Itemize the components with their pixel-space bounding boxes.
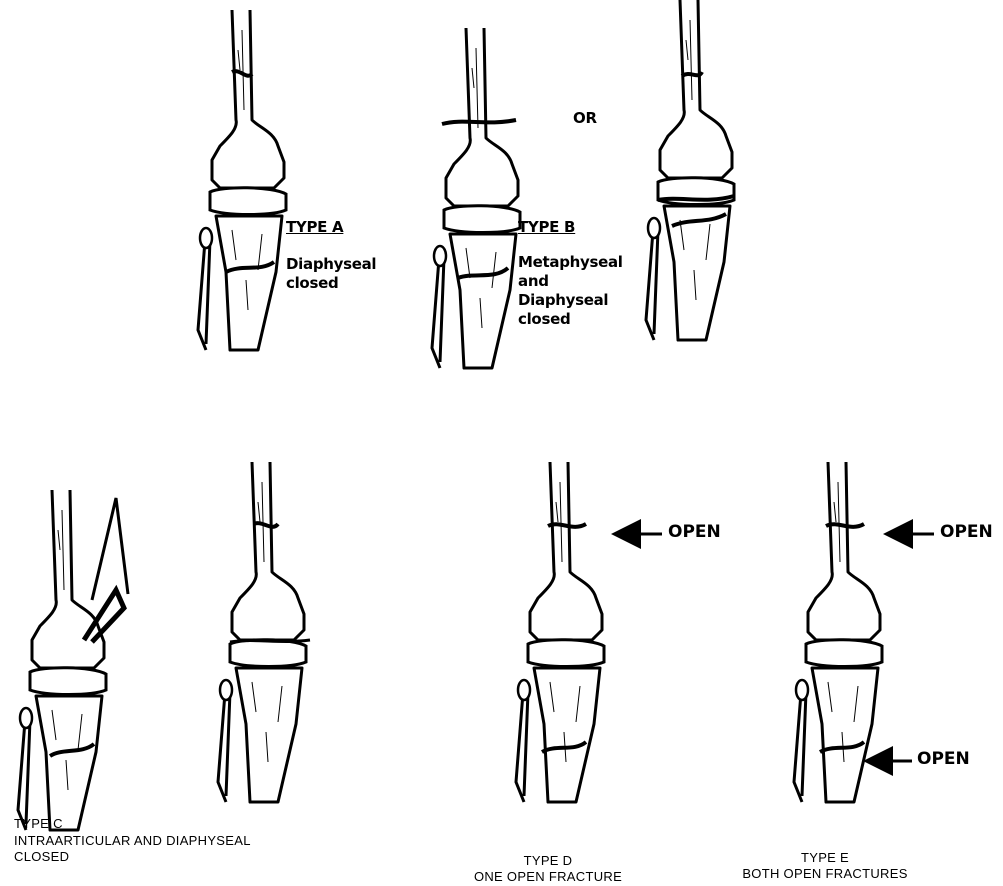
type-a-line-2: closed	[286, 275, 338, 292]
type-b-title: TYPE B	[518, 219, 575, 236]
type-c-bone-illustration-2	[218, 462, 310, 802]
type-c-line-1: INTRAARTICULAR AND DIAPHYSEAL	[14, 834, 251, 849]
type-e-line-1: BOTH OPEN FRACTURES	[742, 867, 907, 882]
type-d-open-label: OPEN	[668, 523, 721, 543]
type-c-line-2: CLOSED	[14, 850, 69, 865]
type-d-bone-illustration	[516, 462, 604, 802]
type-b-line-3: Diaphyseal	[518, 292, 608, 309]
type-b-bone-illustration-1	[432, 28, 520, 368]
or-label: OR	[573, 110, 597, 127]
type-e-open-label-bottom: OPEN	[917, 750, 970, 770]
type-d-title: TYPE D	[524, 854, 573, 869]
type-e-open-label-top: OPEN	[940, 523, 993, 543]
type-e-title: TYPE E	[801, 851, 849, 866]
type-e-bone-illustration	[794, 462, 882, 802]
type-c-bone-illustration-1	[18, 490, 128, 830]
type-a-bone-illustration	[198, 10, 286, 350]
type-b-bone-illustration-2	[646, 0, 734, 340]
type-b-line-4: closed	[518, 311, 570, 328]
type-b-line-1: Metaphyseal	[518, 254, 623, 271]
type-a-title: TYPE A	[286, 219, 343, 236]
type-a-line-1: Diaphyseal	[286, 256, 376, 273]
type-d-line-1: ONE OPEN FRACTURE	[474, 870, 622, 885]
type-c-title: TYPE C	[14, 817, 63, 832]
type-b-line-2: and	[518, 273, 549, 290]
